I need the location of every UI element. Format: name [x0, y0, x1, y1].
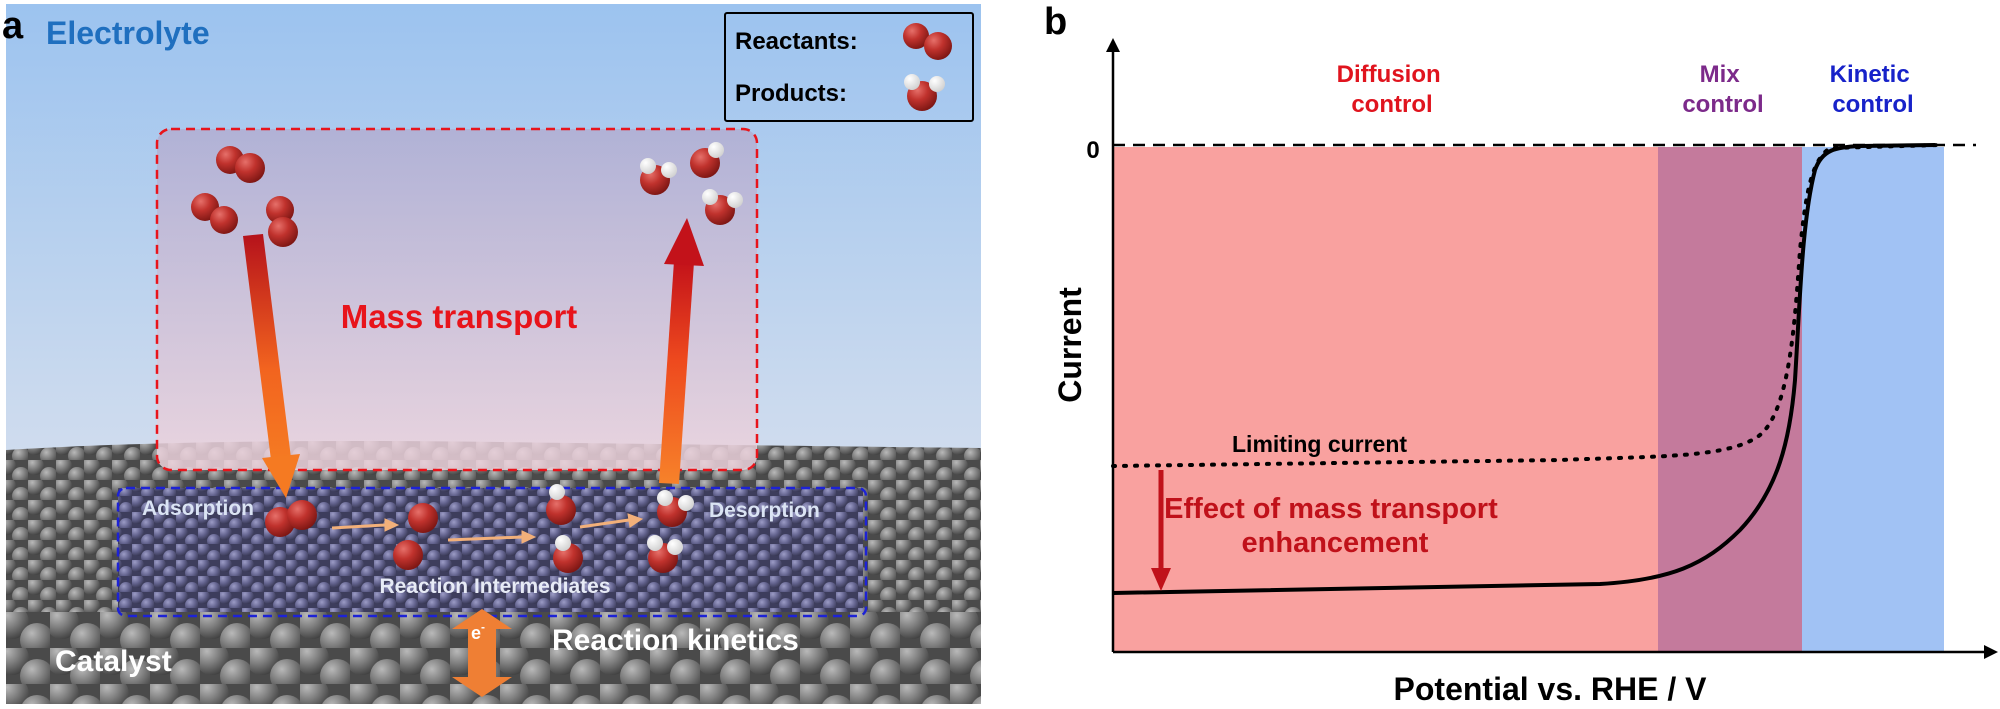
limiting-current-curve [1111, 143, 1942, 468]
diffusion-control-region [1113, 147, 1658, 652]
electron-transfer-arrow: e- [452, 609, 512, 697]
mix-control-label: Mix control [1682, 61, 1763, 118]
intermediate-molecule [546, 484, 576, 525]
intermediate-molecule [553, 535, 583, 573]
legend-reactants-label: Reactants: [735, 28, 858, 55]
limiting-current-label: Limiting current [1232, 431, 1407, 457]
intermediates-label: Reaction Intermediates [379, 575, 610, 598]
x-axis [1113, 645, 1998, 659]
enhanced-current-curve [1112, 143, 1936, 595]
reactant-molecule [266, 196, 298, 247]
electrolyte-label: Electrolyte [46, 15, 210, 51]
product-molecule [690, 142, 724, 178]
desorbing-molecule [657, 490, 694, 527]
panel-a: a Electrolyte Reactants: Products: Mass … [2, 4, 981, 704]
product-molecule [640, 158, 677, 195]
panel-b: b Diffusion control Mix control Kinetic … [1044, 1, 1998, 707]
catalyst-label: Catalyst [55, 645, 172, 678]
kinetic-control-region [1802, 147, 1944, 652]
zero-tick-label: 0 [1086, 137, 1099, 164]
reaction-step-arrow [331, 513, 644, 544]
y-axis-label: Current [1052, 287, 1088, 403]
electron-label: e- [471, 620, 485, 643]
intermediate-molecule [393, 540, 423, 570]
desorbing-molecule [647, 535, 683, 573]
panel-b-label: b [1044, 1, 1067, 43]
panel-a-label: a [2, 5, 24, 47]
product-molecule [702, 189, 743, 225]
adsorption-arrow [243, 234, 300, 498]
reactant-molecule [191, 193, 238, 234]
diffusion-control-label: Diffusion control [1337, 61, 1448, 118]
kinetic-control-label: Kinetic control [1830, 61, 1917, 118]
product-molecule-icon [904, 74, 945, 111]
reaction-kinetics-label: Reaction kinetics [552, 624, 799, 657]
reactant-molecule-icon [903, 23, 952, 60]
legend-box: Reactants: Products: [724, 12, 974, 122]
y-axis [1106, 38, 1120, 652]
mass-transport-box [155, 127, 759, 472]
reactant-molecule [216, 146, 265, 183]
adsorption-label: Adsorption [142, 497, 254, 520]
desorption-label: Desorption [709, 499, 820, 522]
desorption-arrow [659, 218, 704, 484]
legend-products-label: Products: [735, 80, 847, 107]
mass-transport-label: Mass transport [341, 298, 578, 335]
effect-label: Effect of mass transport enhancement [1164, 493, 1506, 559]
intermediate-molecule [408, 503, 438, 533]
active-site-layer [118, 488, 863, 613]
adsorbed-molecule [265, 500, 317, 537]
mass-transport-effect-arrow [1151, 470, 1171, 591]
x-axis-label: Potential vs. RHE / V [1394, 671, 1708, 707]
